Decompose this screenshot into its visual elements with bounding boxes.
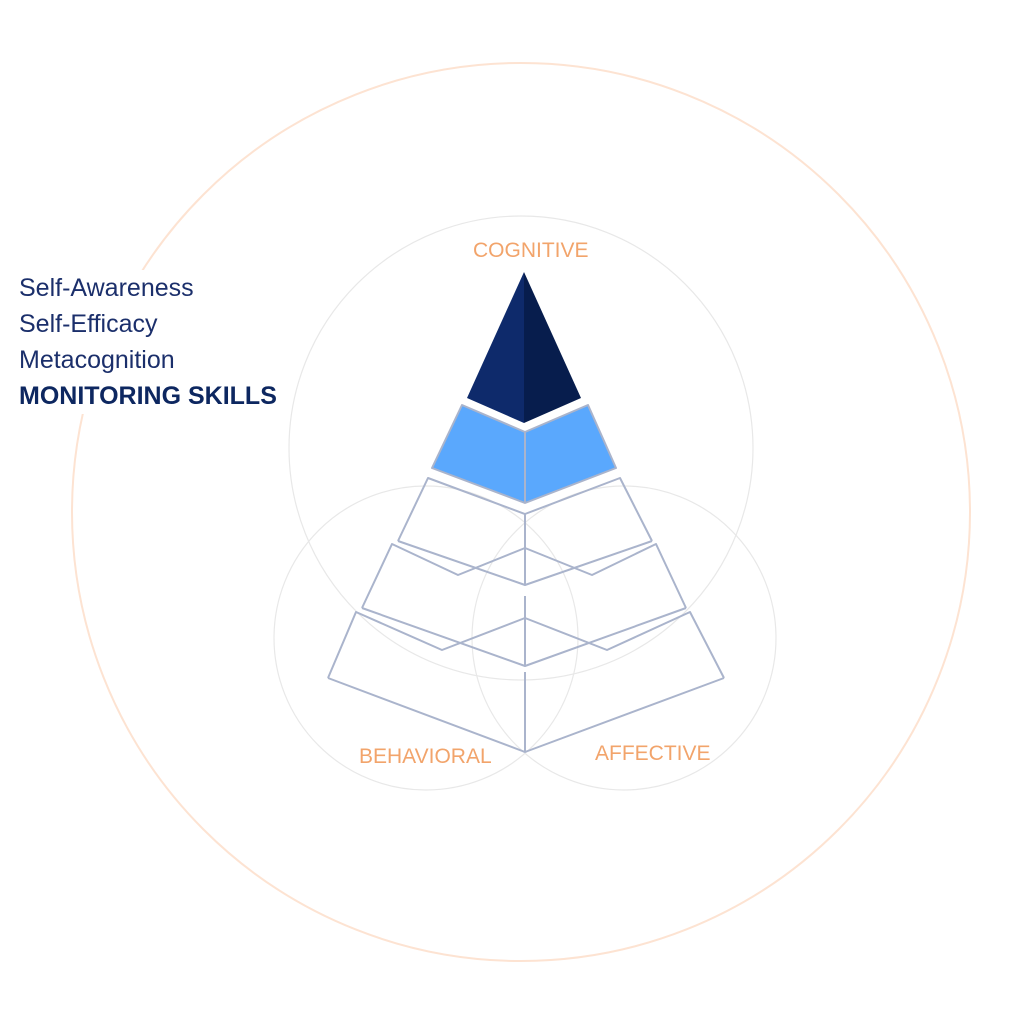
skill-list: Self-Awareness Self-Efficacy Metacogniti… [19,270,283,414]
skill-item-monitoring-skills: MONITORING SKILLS [19,382,277,410]
skill-item-self-awareness: Self-Awareness [19,274,194,302]
pyramid-tier-upper [397,477,653,586]
outer-ring [71,62,971,962]
cognitive-circle [288,215,754,681]
domain-label-cognitive: COGNITIVE [473,239,589,262]
skill-item-self-efficacy: Self-Efficacy [19,310,158,338]
pyramid-apex [467,272,581,423]
domain-label-affective: AFFECTIVE [595,742,711,765]
pyramid-tier-monitoring [431,404,617,504]
skill-item-metacognition: Metacognition [19,346,175,374]
domain-label-behavioral: BEHAVIORAL [359,745,492,768]
